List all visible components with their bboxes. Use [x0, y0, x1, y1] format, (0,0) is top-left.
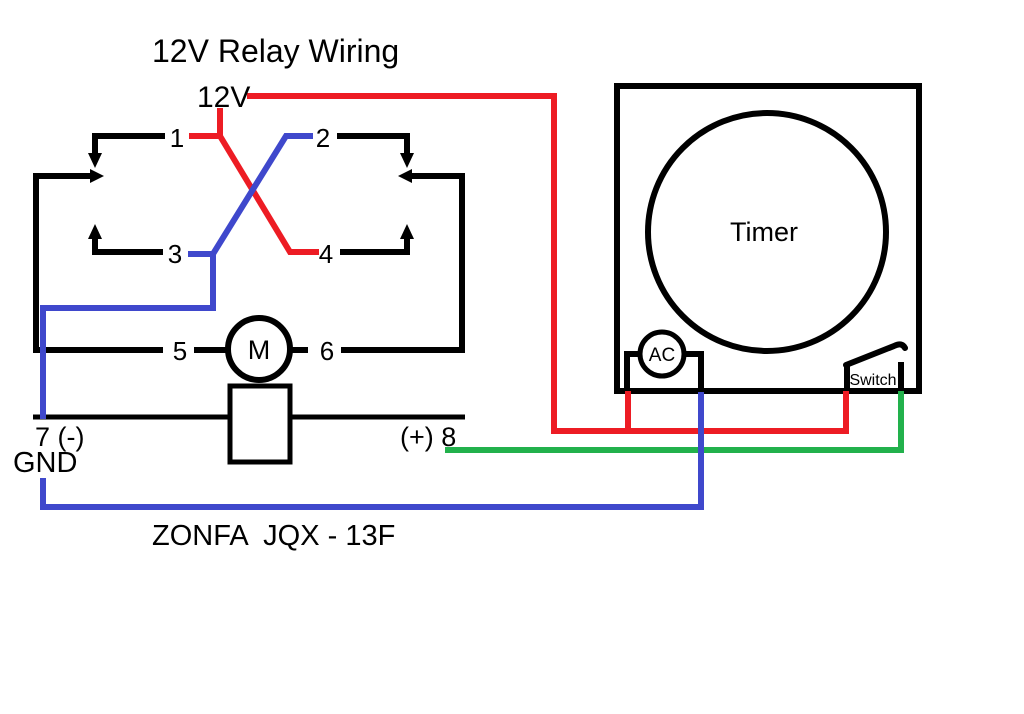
12v-feed-wire [247, 93, 849, 434]
page-title: 12V Relay Wiring [152, 33, 399, 69]
ac-circle [637, 329, 687, 379]
relay-model-label: ZONFA JQX - 13F [152, 520, 395, 552]
arrowhead-left-right-pole-icon [398, 169, 412, 183]
pin6-label: 6 [320, 336, 334, 366]
pin4-contact-wire [340, 239, 410, 255]
red-wires [189, 93, 849, 434]
right-common-wire [341, 173, 465, 353]
arrowhead-up-right-icon [400, 224, 414, 239]
pin3-contact-wire [92, 239, 163, 255]
pin4-label: 4 [319, 239, 333, 269]
pin8-label: (+) 8 [400, 422, 456, 452]
green-wires [445, 391, 904, 453]
timer-label: Timer [730, 217, 798, 247]
arrowhead-up-left-icon [88, 224, 102, 239]
pin3-pin2-cross-wire [188, 133, 313, 257]
arrowhead-down-right-icon [400, 153, 414, 168]
labels: 12V Relay Wiring 12V 1 2 3 4 5 6 7 (-) (… [13, 33, 897, 552]
switch-label: Switch [849, 372, 896, 389]
gnd-ac-return-wire [40, 392, 704, 510]
pin5-label: 5 [173, 336, 187, 366]
pin7-label: 7 (-) [35, 422, 85, 452]
pin2-contact-wire [337, 133, 410, 154]
black-wires [33, 83, 922, 465]
pin8-switch-wire [445, 391, 904, 453]
blue-wires [40, 133, 704, 510]
supply-12v-label: 12V [197, 81, 250, 114]
pin1-label: 1 [170, 123, 184, 153]
ac-label: AC [649, 345, 675, 366]
left-common-wire [33, 173, 163, 353]
12v-pin1-pin4-cross-wire [189, 108, 319, 255]
arrowhead-down-left-icon [88, 153, 102, 168]
switch-lever [843, 341, 908, 368]
pin1-contact-wire [92, 133, 165, 154]
motor-circle [225, 315, 293, 383]
pin2-label: 2 [316, 123, 330, 153]
timer-dial-circle [645, 110, 889, 354]
pin3-label: 3 [168, 239, 182, 269]
pin3-gnd-wire [40, 254, 216, 419]
relay-coil-box [227, 383, 293, 465]
ground-label: GND [13, 447, 77, 479]
timer-box [614, 83, 922, 394]
motor-label: M [248, 335, 271, 365]
arrowhead-right-left-pole-icon [90, 169, 104, 183]
